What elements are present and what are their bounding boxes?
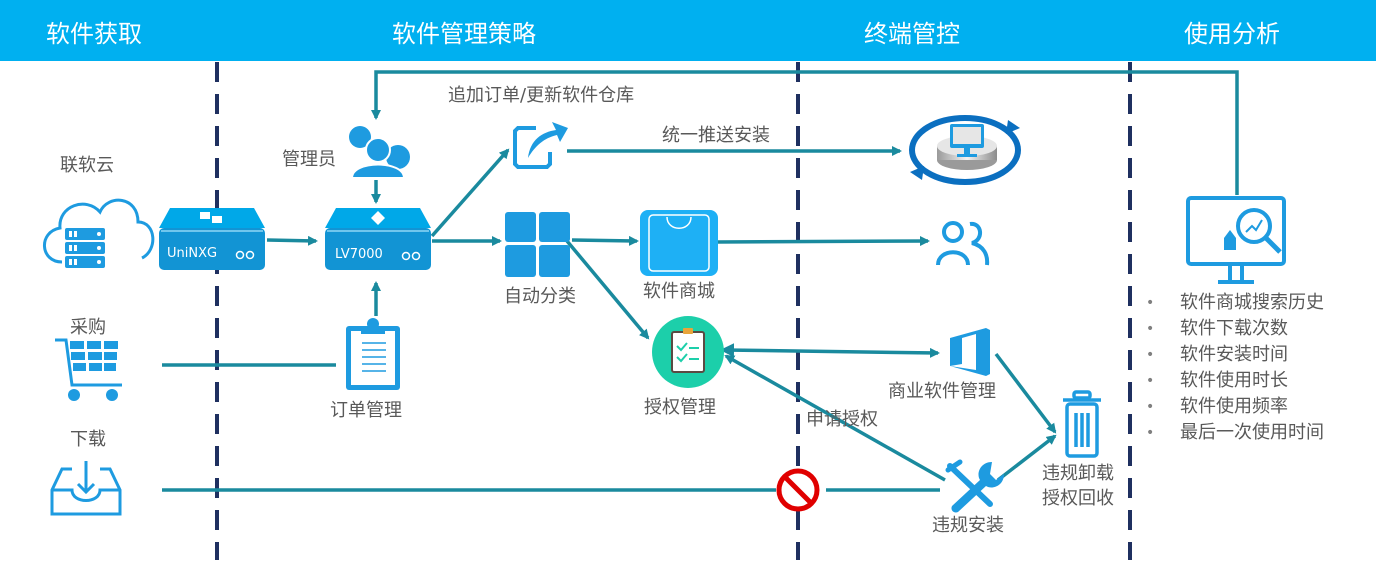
analytics-monitor-icon — [1186, 196, 1286, 284]
push-install-icon — [513, 122, 568, 169]
apply-license-edge-label: 申请授权 — [806, 409, 878, 430]
analysis-item-text: 最后一次使用时间 — [1180, 422, 1324, 443]
users-icon — [936, 221, 990, 266]
feedback-edge-label: 追加订单/更新软件仓库 — [448, 85, 635, 106]
section-title-endpoint-control: 终端管控 — [864, 20, 960, 48]
server-to-push-arrow — [430, 148, 510, 238]
tools-icon — [945, 459, 1004, 513]
software-store-icon — [640, 210, 718, 276]
analysis-item: • 最后一次使用时间 — [1140, 420, 1324, 446]
server-device-icon — [325, 208, 431, 270]
clipboard-icon — [346, 318, 400, 390]
bullet-dot: • — [1146, 373, 1155, 389]
cloud-server-icon — [43, 198, 155, 268]
commercial-software-label: 商业软件管理 — [888, 381, 996, 402]
analysis-item: • 软件使用时长 — [1140, 368, 1324, 394]
store-to-users-arrow — [716, 236, 930, 247]
classify-to-license-arrow — [565, 239, 650, 340]
illegal-install-label: 违规安装 — [932, 515, 1004, 536]
analysis-item-text: 软件商城搜索历史 — [1180, 292, 1324, 313]
server-device-label: LV7000 — [335, 247, 383, 262]
install-to-trash-arrow — [996, 434, 1057, 482]
usage-analysis-list: • 软件商城搜索历史 • 软件下载次数 • 软件安装时间 • 软件使用时长 • 软件使用频… — [1140, 290, 1324, 446]
software-store-label: 软件商城 — [643, 281, 715, 302]
download-tray-icon — [50, 461, 122, 516]
bullet-dot: • — [1146, 295, 1155, 311]
license-management-label: 授权管理 — [644, 397, 716, 418]
license-clipboard-icon — [652, 316, 724, 388]
commercial-software-icon — [950, 328, 990, 376]
section-dividers — [215, 62, 1132, 560]
bullet-dot: • — [1146, 321, 1155, 337]
header-band: 软件获取 软件管理策略 终端管控 使用分析 — [0, 0, 1376, 61]
trash-icon — [1063, 390, 1101, 458]
gateway-device-label: UniNXG — [167, 246, 218, 261]
analysis-item: • 软件商城搜索历史 — [1140, 290, 1324, 316]
analysis-item: • 软件安装时间 — [1140, 342, 1324, 368]
bullet-dot: • — [1146, 425, 1155, 441]
push-install-edge-label: 统一推送安装 — [662, 125, 770, 146]
endpoint-sync-icon — [909, 115, 1021, 185]
bullet-dot: • — [1146, 347, 1155, 363]
admin-gear-icon — [349, 126, 410, 179]
auto-classify-label: 自动分类 — [504, 286, 576, 307]
shopping-cart-icon — [55, 338, 122, 401]
analysis-item-text: 软件下载次数 — [1180, 318, 1288, 339]
download-label: 下载 — [70, 429, 106, 450]
analysis-item-text: 软件使用时长 — [1180, 370, 1288, 391]
license-commercial-arrow — [720, 343, 940, 358]
forbidden-icon — [776, 468, 820, 512]
classify-to-store-arrow — [571, 235, 639, 246]
admin-label: 管理员 — [282, 149, 336, 170]
bullet-dot: • — [1146, 399, 1155, 415]
analysis-item-text: 软件使用频率 — [1180, 396, 1288, 417]
order-management-label: 订单管理 — [330, 400, 402, 421]
commercial-to-trash-arrow — [994, 352, 1057, 434]
analysis-item: • 软件使用频率 — [1140, 394, 1324, 420]
analysis-item-text: 软件安装时间 — [1180, 344, 1288, 365]
gateway-to-server-arrow — [266, 235, 318, 246]
section-title-usage-analysis: 使用分析 — [1184, 20, 1280, 48]
uninstall-label-line1: 违规卸载 — [1042, 463, 1114, 484]
cloud-label: 联软云 — [60, 155, 114, 176]
analysis-item: • 软件下载次数 — [1140, 316, 1324, 342]
feedback-arrow — [371, 70, 1239, 195]
apply-license-arrow — [724, 354, 946, 482]
gateway-device-icon — [159, 208, 265, 270]
auto-classify-icon — [505, 212, 570, 277]
uninstall-label-line2: 授权回收 — [1042, 488, 1114, 509]
purchase-label: 采购 — [70, 317, 106, 338]
connectors — [162, 70, 1239, 492]
section-title-management-policy: 软件管理策略 — [392, 20, 536, 48]
section-title-acquisition: 软件获取 — [46, 20, 142, 48]
